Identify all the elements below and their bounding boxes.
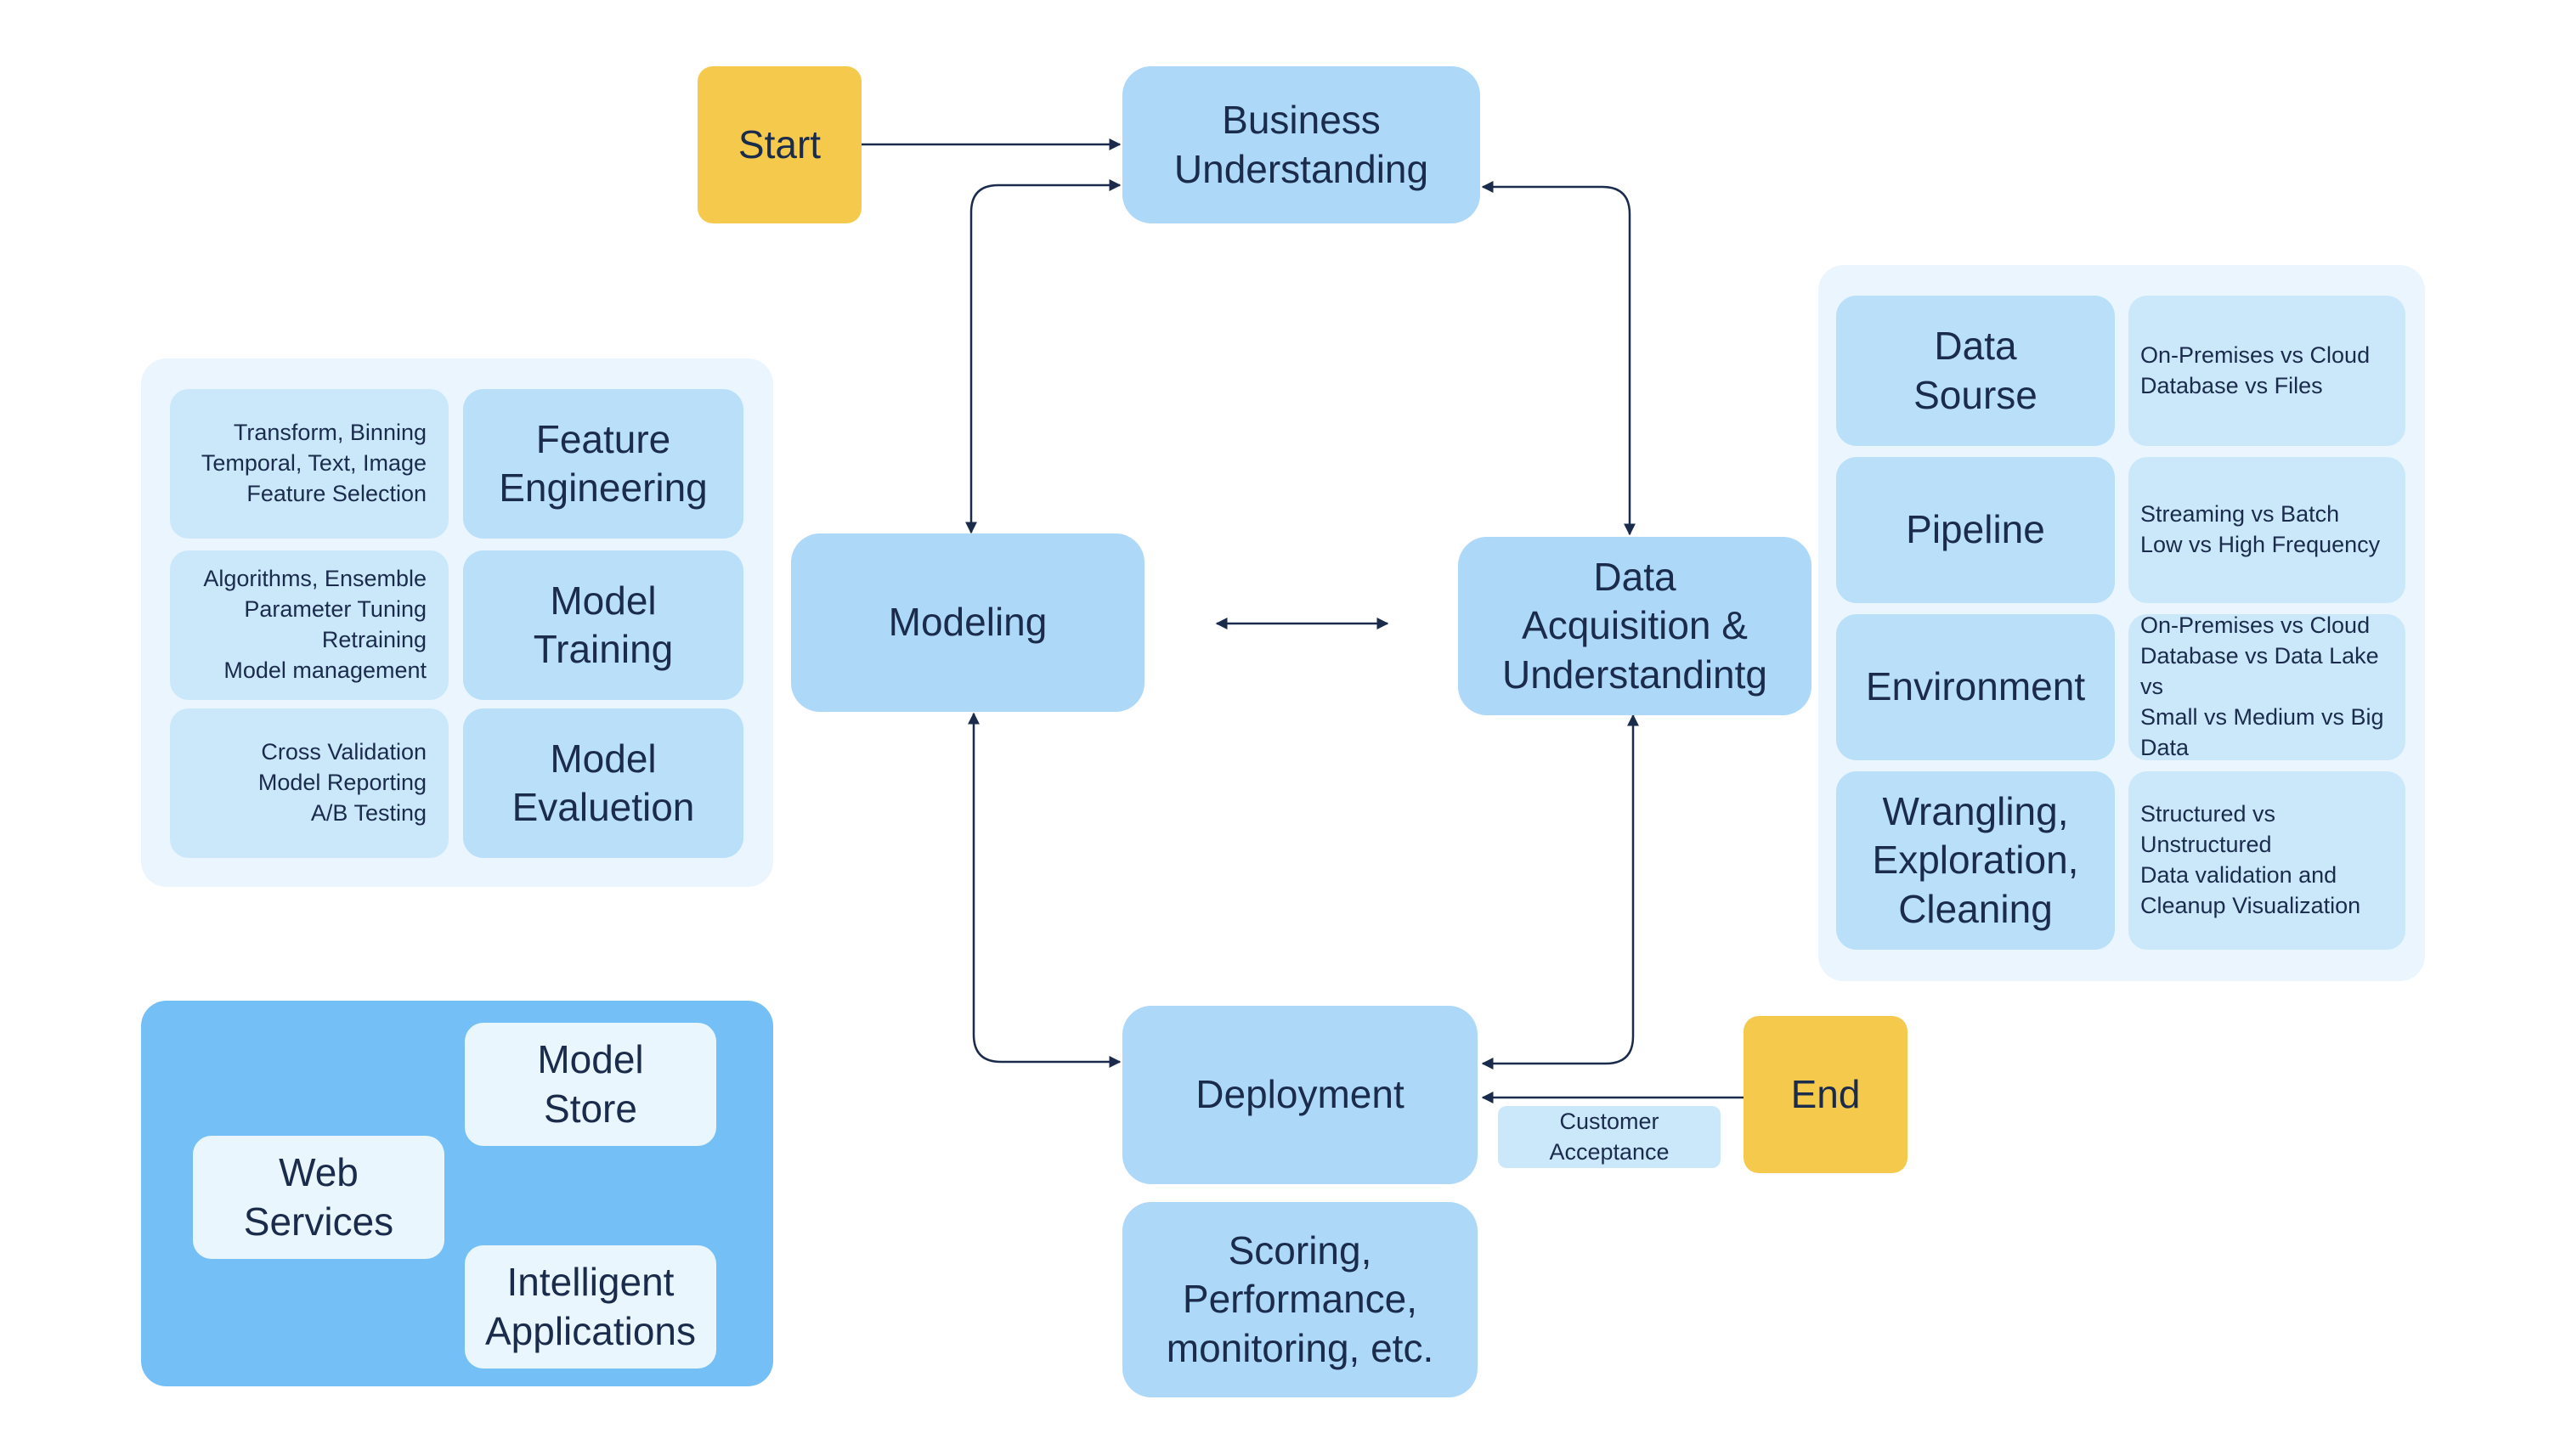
start-label: Start bbox=[738, 121, 822, 166]
data-acquisition-label: Data Acquisition & Understandintg bbox=[1502, 554, 1767, 697]
end-node: End bbox=[1744, 1016, 1908, 1173]
feature-engineering-detail: Transform, Binning Temporal, Text, Image… bbox=[170, 389, 449, 539]
feature-engineering-box: Feature Engineering bbox=[463, 389, 743, 539]
deployment-label: Deployment bbox=[1195, 1072, 1404, 1117]
web-services-box: Web Services bbox=[193, 1136, 444, 1259]
wrangling-detail: Structured vs Unstructured Data validati… bbox=[2128, 771, 2405, 950]
business-understanding-label: Business Understanding bbox=[1173, 98, 1429, 191]
arrow-data-deployment bbox=[1481, 714, 1639, 1069]
model-training-box: Model Training bbox=[463, 550, 743, 700]
arrow-business-data bbox=[1481, 181, 1636, 536]
modeling-label: Modeling bbox=[888, 600, 1048, 645]
modeling-node: Modeling bbox=[791, 533, 1145, 712]
customer-acceptance-text: Customer Acceptance bbox=[1549, 1109, 1670, 1165]
data-acquisition-node: Data Acquisition & Understandintg bbox=[1458, 537, 1811, 715]
arrow-modeling-deployment bbox=[968, 712, 1122, 1068]
data-source-detail: On-Premises vs Cloud Database vs Files bbox=[2128, 296, 2405, 446]
scoring-node: Scoring, Performance, monitoring, etc. bbox=[1122, 1202, 1478, 1397]
start-node: Start bbox=[698, 66, 862, 223]
data-source-box: Data Sourse bbox=[1836, 296, 2115, 446]
model-evaluation-detail: Cross Validation Model Reporting A/B Tes… bbox=[170, 708, 449, 858]
arrow-business-modeling bbox=[965, 179, 1122, 534]
environment-detail: On-Premises vs Cloud Database vs Data La… bbox=[2128, 612, 2405, 760]
pipeline-detail: Streaming vs Batch Low vs High Frequency bbox=[2128, 457, 2405, 603]
pipeline-box: Pipeline bbox=[1836, 457, 2115, 603]
model-evaluation-box: Model Evaluetion bbox=[463, 708, 743, 858]
deployment-node: Deployment bbox=[1122, 1006, 1478, 1184]
business-understanding-node: Business Understanding bbox=[1122, 66, 1480, 223]
intelligent-applications-box: Intelligent Applications bbox=[465, 1245, 716, 1369]
wrangling-box: Wrangling, Exploration, Cleaning bbox=[1836, 771, 2115, 950]
end-label: End bbox=[1790, 1071, 1861, 1116]
environment-box: Environment bbox=[1836, 614, 2115, 760]
model-store-box: Model Store bbox=[465, 1023, 716, 1146]
model-training-detail: Algorithms, Ensemble Parameter Tuning Re… bbox=[170, 550, 449, 700]
scoring-label: Scoring, Performance, monitoring, etc. bbox=[1166, 1227, 1434, 1370]
customer-acceptance-label: Customer Acceptance bbox=[1498, 1106, 1721, 1168]
